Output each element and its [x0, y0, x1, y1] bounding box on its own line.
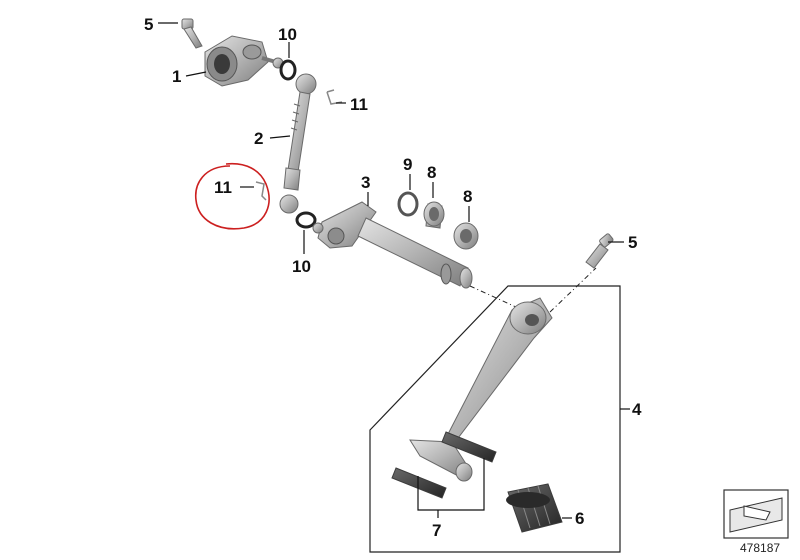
- pin-bolt-right: [585, 233, 614, 269]
- spring-clip-top: [326, 89, 343, 105]
- callout-3: 3: [361, 173, 370, 192]
- rubber-strip-upper: [441, 431, 497, 463]
- callout-9: 9: [403, 155, 412, 174]
- callout-2: 2: [254, 129, 263, 148]
- washer-ring-bottom: [295, 211, 317, 229]
- bushing-a: [423, 201, 445, 229]
- shift-rod: [279, 73, 317, 214]
- callout-5-right: 5: [628, 233, 637, 252]
- rubber-strip-lower: [391, 467, 447, 499]
- callout-5-top: 5: [144, 15, 153, 34]
- pedal-group-frame: [369, 285, 621, 553]
- highlight-circle: [195, 162, 270, 230]
- callout-8-a: 8: [427, 163, 436, 182]
- bolt-top: [181, 18, 203, 49]
- thin-washer: [397, 191, 419, 217]
- shift-shaft: [312, 201, 473, 289]
- arrow-in-box-icon: [723, 489, 789, 539]
- upper-lever-bracket: [204, 35, 284, 87]
- callout-1: 1: [172, 67, 181, 86]
- bolt-axis-line: [549, 267, 597, 313]
- leader-lines: [158, 22, 630, 519]
- callout-10-top: 10: [278, 25, 297, 44]
- bushing-b: [453, 222, 479, 250]
- callout-6: 6: [575, 509, 584, 528]
- callout-10-bottom: 10: [292, 257, 311, 276]
- callout-4: 4: [632, 400, 642, 419]
- washer-ring-top: [279, 59, 297, 81]
- callout-11-circled: 11: [214, 178, 232, 197]
- part-number: 478187: [740, 541, 780, 555]
- callout-8-b: 8: [463, 187, 472, 206]
- callout-11-top: 11: [350, 95, 368, 114]
- callout-7: 7: [432, 521, 441, 540]
- foot-peg-rubber: [506, 483, 563, 533]
- spring-clip-circled: [255, 181, 267, 201]
